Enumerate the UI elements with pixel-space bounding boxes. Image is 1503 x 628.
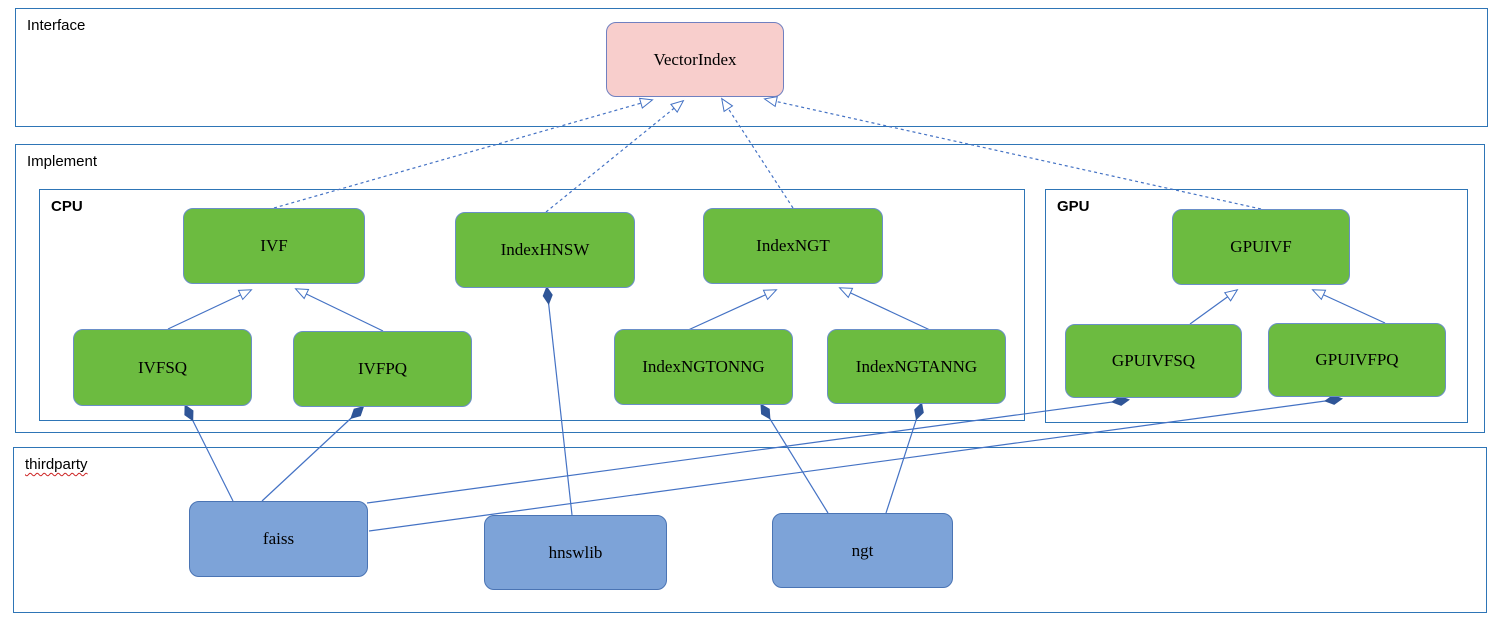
node-gpuivf-label: GPUIVF <box>1230 237 1292 256</box>
node-hnswlib-label: hnswlib <box>548 542 603 562</box>
edge-ivfpq-faiss <box>261 408 362 502</box>
edge-gpuivfsq-faiss <box>366 400 1127 504</box>
node-ivf[interactable]: IVF <box>183 208 365 284</box>
edge-indexhnsw-vectorindex <box>545 99 685 213</box>
node-gpuivfpq[interactable]: GPUIVFPQ <box>1268 323 1446 397</box>
node-indexhnsw[interactable]: IndexHNSW <box>455 212 635 288</box>
edge-indexngt-vectorindex <box>721 97 794 209</box>
node-gpuivfsq-label: GPUIVFSQ <box>1111 351 1196 370</box>
node-ivfpq-label: IVFPQ <box>357 359 408 378</box>
node-indexngtonng[interactable]: IndexNGTONNG <box>614 329 793 405</box>
edge-indexngtonng-ngt <box>762 406 829 514</box>
node-faiss-label: faiss <box>262 529 295 548</box>
node-gpuivfsq[interactable]: GPUIVFSQ <box>1065 324 1242 398</box>
node-ivfsq[interactable]: IVFSQ <box>73 329 252 406</box>
node-faiss[interactable]: faiss <box>189 501 368 577</box>
edge-ivfsq-ivf <box>167 289 253 330</box>
container-gpu-label: GPU <box>1057 198 1090 215</box>
container-interface-label: Interface <box>27 17 86 34</box>
edge-ivf-vectorindex <box>273 97 654 209</box>
container-implement-label: Implement <box>27 153 98 170</box>
edge-ivfsq-faiss <box>186 407 234 502</box>
edge-gpuivfpq-gpuivf <box>1311 289 1386 324</box>
node-ivfpq[interactable]: IVFPQ <box>293 331 472 407</box>
node-indexngt-label: IndexNGT <box>756 236 830 255</box>
container-cpu-label: CPU <box>51 198 83 215</box>
node-hnswlib[interactable]: hnswlib <box>484 515 667 590</box>
node-indexngt[interactable]: IndexNGT <box>703 208 883 284</box>
node-indexngtonng-label: IndexNGTONNG <box>642 357 765 376</box>
edge-gpuivf-vectorindex <box>763 95 1262 210</box>
node-gpuivf[interactable]: GPUIVF <box>1172 209 1350 285</box>
node-vectorindex-label: VectorIndex <box>653 49 737 69</box>
node-vectorindex[interactable]: VectorIndex <box>606 22 784 97</box>
node-ivfsq-label: IVFSQ <box>137 357 188 377</box>
node-gpuivfpq-label: GPUIVFPQ <box>1315 350 1399 369</box>
node-ngt-label: ngt <box>851 540 874 560</box>
node-indexngtanng[interactable]: IndexNGTANNG <box>827 329 1006 404</box>
edge-ivfpq-ivf <box>294 288 384 332</box>
edge-indexhnsw-hnswlib <box>547 289 573 516</box>
edge-indexngtonng-indexngt <box>685 289 778 332</box>
container-thirdparty-label: thirdparty <box>25 456 88 473</box>
node-indexngtanng-label: IndexNGTANNG <box>855 356 978 376</box>
edge-indexngtanng-indexngt <box>838 287 931 331</box>
edge-indexngtanng-ngt <box>885 405 921 514</box>
node-ngt[interactable]: ngt <box>772 513 953 588</box>
node-ivf-label: IVF <box>260 236 288 255</box>
node-indexhnsw-label: IndexHNSW <box>500 240 590 259</box>
edge-gpuivfsq-gpuivf <box>1189 288 1239 325</box>
edge-gpuivfpq-faiss <box>368 399 1340 532</box>
